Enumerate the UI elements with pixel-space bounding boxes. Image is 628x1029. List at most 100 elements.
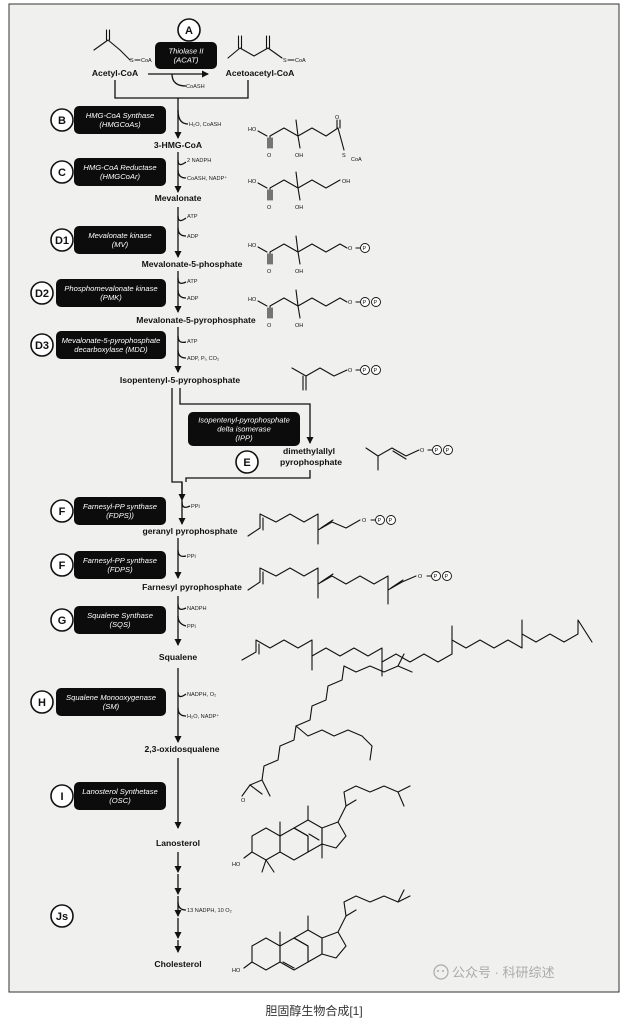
cofactor-branch-d3b: [177, 349, 187, 359]
watermark: 公众号 · 科研综述: [433, 964, 555, 980]
step-circle-6: [30, 333, 54, 357]
m5p-o2-atom: O: [348, 246, 353, 252]
acetyl-coa-atom: CoA: [141, 58, 152, 64]
step-letter-5: D2: [35, 288, 49, 300]
acetyl-coa-structure: S CoA: [93, 29, 152, 64]
gpp-structure: [247, 513, 396, 545]
enzyme-name-12-line-1: Lanosterol Synthetase: [82, 787, 158, 796]
cofactor-h1: NADPH, O₂: [187, 692, 216, 698]
oxidosqualene-o-atom: O: [241, 798, 246, 804]
enzyme-pill-2: [74, 106, 166, 134]
dmapp-label-1: dimethylallyl: [283, 446, 335, 456]
mevalonate-5-phosphate-label: Mevalonate-5-phosphate: [142, 259, 243, 269]
enzyme-name-11-line-2: (SM): [103, 702, 120, 711]
cofactor-f1: PPi: [191, 504, 200, 510]
dmapp-p1-atom: P: [435, 448, 439, 454]
enzyme-name-8-line-2: (FDPS)): [106, 511, 134, 520]
mevalonate-oh2-atom: OH: [342, 179, 350, 185]
dmapp-to-fdps-line: [185, 470, 311, 482]
cofactor-g2: PPi: [187, 624, 196, 630]
cofactor-d1a: ATP: [187, 214, 198, 220]
enzyme-name-2-line-1: HMG-CoA Synthase: [86, 111, 155, 120]
enzyme-name-6-line-1: Mevalonate-5-pyrophosphate: [62, 336, 161, 345]
cofactor-branch-c1: [177, 159, 187, 166]
enzyme-pill-4: [74, 226, 166, 254]
mevalonate-5-phosphate-structure: [257, 235, 370, 265]
cholesterol-label: Cholesterol: [154, 959, 201, 969]
hmg-coa-coa-atom: CoA: [351, 157, 362, 163]
enzyme-pill-6: [56, 331, 166, 359]
cofactor-j: 13 NADPH, 10 O₂: [187, 908, 232, 914]
step-circle-13: [50, 904, 74, 928]
cofactor-f2: PPi: [187, 554, 196, 560]
cofactor-a: CoASH: [186, 84, 205, 90]
step-letter-12: I: [60, 791, 63, 803]
m5p-oh-atom: OH: [295, 269, 303, 275]
acetyl-coa-label: Acetyl-CoA: [92, 68, 138, 78]
enzyme-name-1-line-2: (ACAT): [174, 56, 199, 65]
step-letter-4: D1: [55, 235, 69, 247]
enzyme-pill-8: [74, 497, 166, 525]
cofactor-branch-j: [177, 901, 187, 911]
enzyme-name-5-line-2: (PMK): [100, 293, 122, 302]
lanosterol-structure: [243, 785, 411, 873]
cofactor-g1: NADPH: [187, 606, 207, 612]
step-circle-8: [50, 499, 74, 523]
enzyme-pill-1: [155, 42, 217, 69]
merge-bracket: [114, 80, 249, 99]
cofactor-d2b: ADP: [187, 296, 199, 302]
cofactor-b: H₂O, CoASH: [189, 122, 221, 128]
step-circle-1: [177, 18, 201, 42]
step-letter-3: C: [58, 167, 66, 179]
mevalonate-ho-atom: HO: [248, 179, 257, 185]
cholesterol-structure: [243, 889, 411, 971]
hmg-coa-ho-atom: HO: [248, 127, 257, 133]
ipp-p2-atom: P: [374, 368, 378, 374]
fpp-structure: [247, 567, 452, 605]
m5p-o-atom: O: [267, 269, 272, 275]
cofactor-branch-f1: [181, 501, 191, 508]
hmg-coa-o-atom: O: [267, 153, 272, 159]
acetoacetyl-coa-structure: S CoA: [227, 35, 306, 64]
figure-caption: 胆固醇生物合成[1]: [265, 1003, 362, 1018]
fpp-o-atom: O: [418, 574, 423, 580]
step-circle-3: [50, 160, 74, 184]
squalene-label: Squalene: [159, 652, 197, 662]
m5p-ho-atom: HO: [248, 243, 257, 249]
farnesyl-pyrophosphate-label: Farnesyl pyrophosphate: [142, 582, 242, 592]
cofactor-branch-h2: [177, 707, 187, 717]
step-letter-2: B: [58, 115, 66, 127]
m5pp-p2-atom: P: [374, 300, 378, 306]
cofactor-d3b: ADP, Pᵢ, CO₂: [187, 356, 219, 362]
enzyme-name-2-line-2: (HMGCoAs): [99, 120, 141, 129]
oxidosqualene-structure: [241, 653, 413, 797]
m5pp-o-atom: O: [267, 323, 272, 329]
enzyme-name-4-line-2: (MV): [112, 240, 129, 249]
cofactor-branch-c2: [177, 169, 187, 179]
enzyme-name-10-line-2: (SQS): [109, 620, 131, 629]
step-circle-2: [50, 108, 74, 132]
mevalonate-o-atom: O: [267, 205, 272, 211]
cofactor-branch-d3a: [177, 335, 187, 344]
enzyme-pill-12: [74, 782, 166, 810]
mevalonate-oh-atom: OH: [295, 205, 303, 211]
cholesterol-ho-atom: HO: [232, 968, 241, 974]
cofactor-branch-h1: [177, 691, 187, 698]
acetoacetyl-coa-label: Acetoacetyl-CoA: [226, 68, 295, 78]
mevalonate-5-pyrophosphate-label: Mevalonate-5-pyrophosphate: [136, 315, 256, 325]
cofactor-branch-a: [171, 73, 187, 87]
step-circle-11: [30, 690, 54, 714]
enzyme-pill-7: [188, 412, 300, 446]
step-letter-7: E: [243, 457, 250, 469]
arrow-step-e: [179, 388, 314, 444]
step-letter-11: H: [38, 697, 46, 709]
step-letter-10: G: [58, 615, 67, 627]
enzyme-name-6-line-2: decarboxylase (MDD): [74, 345, 148, 354]
step-letter-9: F: [59, 560, 66, 572]
step-circle-9: [50, 553, 74, 577]
cofactor-c1: 2 NADPH: [187, 158, 211, 164]
fpp-p1-atom: P: [434, 574, 438, 580]
enzyme-pill-10: [74, 606, 166, 634]
